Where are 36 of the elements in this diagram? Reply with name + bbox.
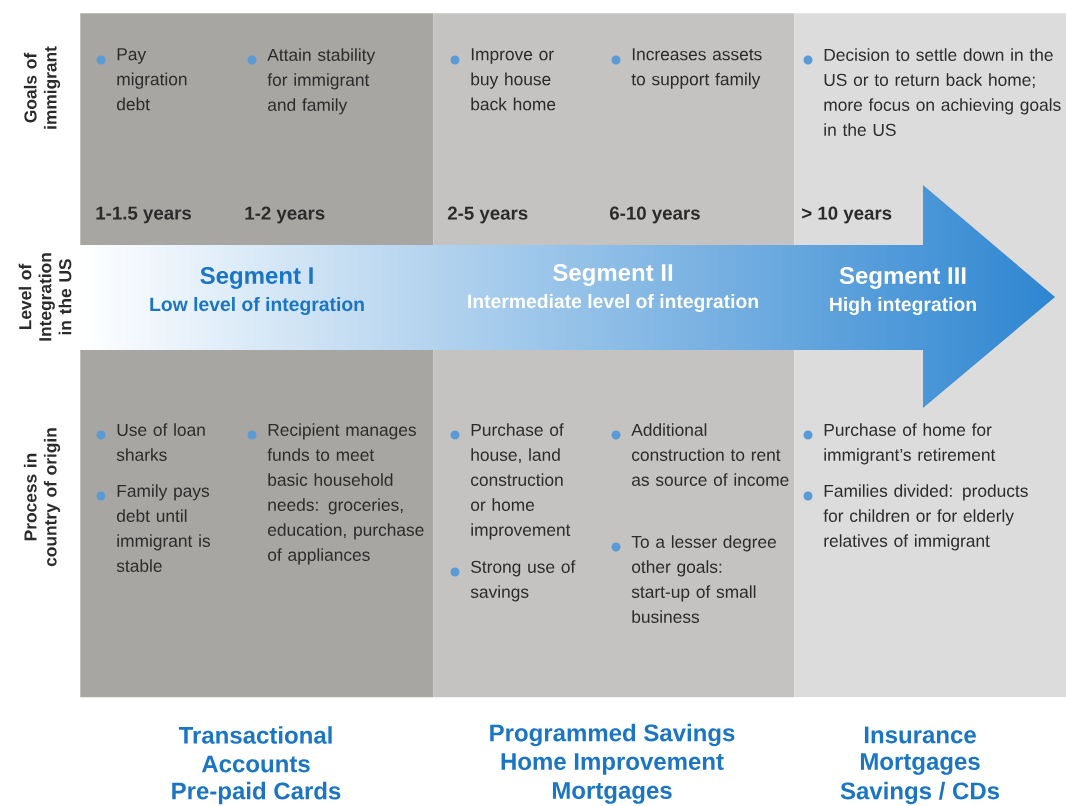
segment-title: Segment II	[553, 264, 673, 286]
segment-title: Segment III	[839, 267, 966, 289]
duration-label: 1-1.5 years	[96, 206, 191, 224]
product-label: Savings / CDs	[840, 781, 1000, 805]
bullet-item: Use of loan sharks	[96, 423, 205, 461]
bullet-item: Purchase of house, land construction or home improvement	[450, 423, 571, 540]
product-label: Insurance	[864, 726, 976, 744]
product-label: Transactional	[178, 726, 332, 744]
duration-label: > 10 years	[802, 206, 892, 224]
product-label: Accounts	[201, 755, 310, 773]
duration-label: 2-5 years	[447, 206, 528, 224]
product-label: Home Improvement	[501, 753, 724, 775]
bullet-item: Pay migration debt	[96, 48, 187, 111]
bullet-item: Families divided: products for children or for elderly relatives of immigrant	[803, 484, 1028, 551]
bullet-item: To a lesser degree other goals: start-up of small business	[611, 535, 776, 623]
row-heading: Process in country of origin	[23, 428, 61, 567]
bullet-item: Improve or buy house back home	[450, 48, 556, 111]
bullet-item: Recipient manages funds to meet basic household needs: groceries, education, purchase of appliances	[247, 423, 424, 565]
bullet-item: Attain stability for immigrant and family	[247, 48, 376, 115]
bullet-item: Decision to settle down in the US or to return back home; more focus on achieving goals in the US	[803, 48, 1061, 136]
duration-label: 6-10 years	[609, 206, 700, 224]
bullet-item: Purchase of home for immigrant’s retirement	[803, 423, 996, 465]
product-label: Pre-paid Cards	[172, 781, 341, 805]
segment-subtitle: Low level of integration	[150, 296, 364, 316]
product-label: Mortgages	[860, 753, 980, 775]
segment-subtitle: Intermediate level of integration	[468, 293, 758, 313]
segment-subtitle: High integration	[830, 296, 976, 316]
bullet-item: Strong use of savings	[450, 560, 576, 602]
bullet-item: Family pays debt until immigrant is stable	[96, 484, 210, 572]
row-heading: Goals of immigrant	[23, 46, 61, 129]
product-label: Programmed Savings	[490, 723, 735, 747]
bullet-item: Increases assets to support family	[611, 48, 762, 89]
segment-title: Segment I	[200, 267, 313, 289]
bullet-item: Additional construction to rent as source of income	[611, 423, 789, 486]
duration-label: 1-2 years	[245, 206, 325, 224]
product-label: Mortgages	[552, 782, 672, 804]
